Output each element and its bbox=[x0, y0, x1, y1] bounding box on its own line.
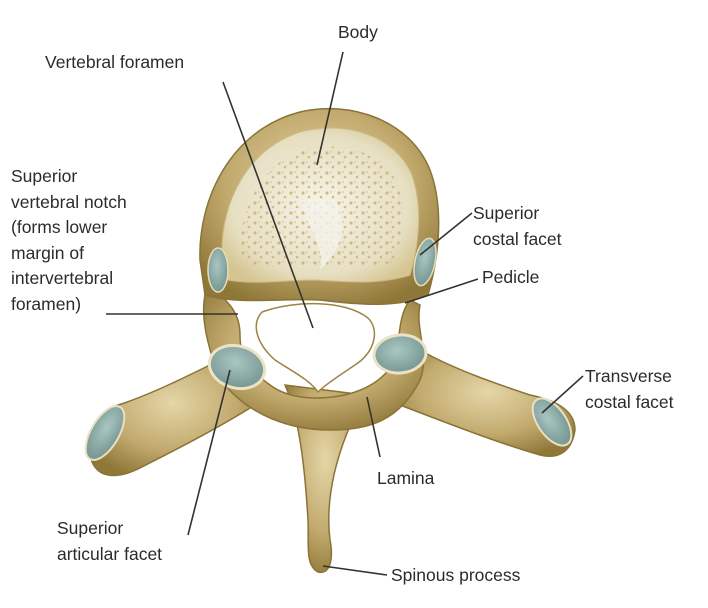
leader-spinous-process bbox=[322, 565, 388, 576]
leader-superior-costal-facet bbox=[419, 212, 473, 256]
leader-lamina bbox=[366, 396, 381, 458]
right-superior-costal-facet-shape bbox=[413, 237, 437, 287]
label-pedicle: Pedicle bbox=[482, 267, 540, 287]
leader-body bbox=[316, 51, 344, 166]
label-superior-costal-facet: Superior costal facet bbox=[473, 203, 562, 249]
label-lamina: Lamina bbox=[377, 468, 435, 488]
leader-pedicle bbox=[404, 278, 479, 304]
left-transverse-process bbox=[84, 353, 256, 477]
label-superior-articular-facet: Superior articular facet bbox=[57, 518, 163, 564]
left-superior-costal-facet-shape bbox=[207, 247, 229, 293]
leader-superior-articular-facet bbox=[187, 369, 231, 536]
right-superior-articular-facet-shape bbox=[372, 333, 428, 375]
label-transverse-costal-facet: Transverse costal facet bbox=[585, 366, 674, 412]
label-vertebral-foramen: Vertebral foramen bbox=[45, 52, 185, 72]
vertebral-foramen-shape bbox=[255, 302, 376, 394]
right-transverse-process bbox=[399, 348, 576, 457]
leader-transverse-costal-facet bbox=[541, 375, 584, 414]
leader-lines bbox=[106, 51, 584, 576]
label-superior-vertebral-notch: Superior vertebral notch (forms lower ma… bbox=[11, 166, 127, 314]
spinous-process bbox=[283, 384, 367, 573]
left-superior-articular-facet-shape bbox=[207, 343, 267, 391]
label-body: Body bbox=[338, 22, 378, 42]
label-spinous-process: Spinous process bbox=[391, 565, 521, 585]
leader-vertebral-foramen bbox=[222, 81, 314, 329]
vertebral-body bbox=[199, 107, 440, 306]
